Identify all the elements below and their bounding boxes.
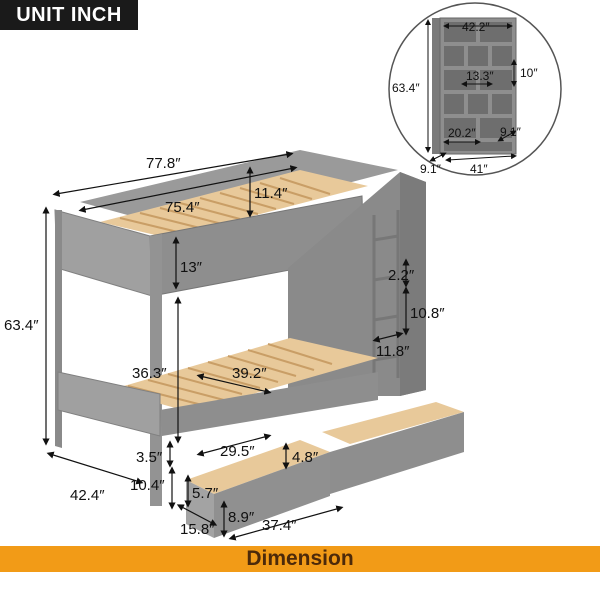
lower-front-rail bbox=[160, 372, 378, 436]
drawer-inner-height-label: 4.8″ bbox=[292, 449, 319, 466]
footer-banner bbox=[0, 546, 600, 572]
head-post-left bbox=[55, 210, 62, 448]
drawer-depth-label: 15.8″ bbox=[180, 521, 215, 538]
drawer-inner-width-label: 29.5″ bbox=[220, 443, 255, 460]
drawer-length-label: 37.4″ bbox=[262, 517, 297, 534]
unit-badge: UNIT INCH bbox=[0, 0, 138, 30]
ladder-step-label: 2.2″ bbox=[388, 267, 415, 284]
guard-height-label: 11.4″ bbox=[254, 185, 288, 202]
ladder-spacing-label: 10.8″ bbox=[410, 305, 445, 322]
total-height-label: 63.4″ bbox=[4, 317, 39, 334]
footer-title: Dimension bbox=[246, 547, 354, 570]
ladder bbox=[372, 210, 400, 380]
head-post-front bbox=[150, 234, 162, 506]
drawer-side-height-label: 5.7″ bbox=[192, 485, 219, 502]
dimension-lines bbox=[42, 151, 410, 541]
top-rail-height-label: 13″ bbox=[180, 259, 203, 276]
shelf-height-label: 63.4″ bbox=[392, 81, 420, 95]
slat-width-label: 39.2″ bbox=[232, 365, 267, 382]
shelf-tower-side bbox=[400, 172, 426, 396]
shelf-depth-small-label: 9.1″ bbox=[420, 162, 442, 176]
inner-length-label: 75.4″ bbox=[165, 199, 200, 216]
drawer-right bbox=[322, 402, 464, 494]
lower-head-panel bbox=[57, 371, 161, 437]
total-length-label: 77.8″ bbox=[146, 155, 181, 172]
shelf-inset: 42.2″ 63.4″ 13.3″ 10″ 20.2″ 9.1″ 9.1″ 41… bbox=[388, 2, 562, 176]
drawer-clearance-label: 10.4″ bbox=[130, 477, 165, 494]
shelf-bottom-cubby-label: 20.2″ bbox=[448, 126, 476, 140]
shelf-depth-label: 9.1″ bbox=[500, 125, 522, 139]
lower-clearance-label: 36.3″ bbox=[132, 365, 167, 382]
shelf-side-panel bbox=[432, 18, 440, 154]
bed-width-label: 42.4″ bbox=[70, 487, 105, 504]
drawer-height-label: 8.9″ bbox=[228, 509, 255, 526]
shelf-cubby-height-label: 10″ bbox=[520, 66, 538, 80]
floor-clearance-label: 3.5″ bbox=[136, 449, 163, 466]
shelf-width-label: 42.2″ bbox=[462, 20, 490, 34]
shelf-base-width-label: 41″ bbox=[470, 162, 488, 176]
ladder-width-label: 11.8″ bbox=[376, 343, 410, 360]
shelf-cubby-width-label: 13.3″ bbox=[466, 69, 494, 83]
